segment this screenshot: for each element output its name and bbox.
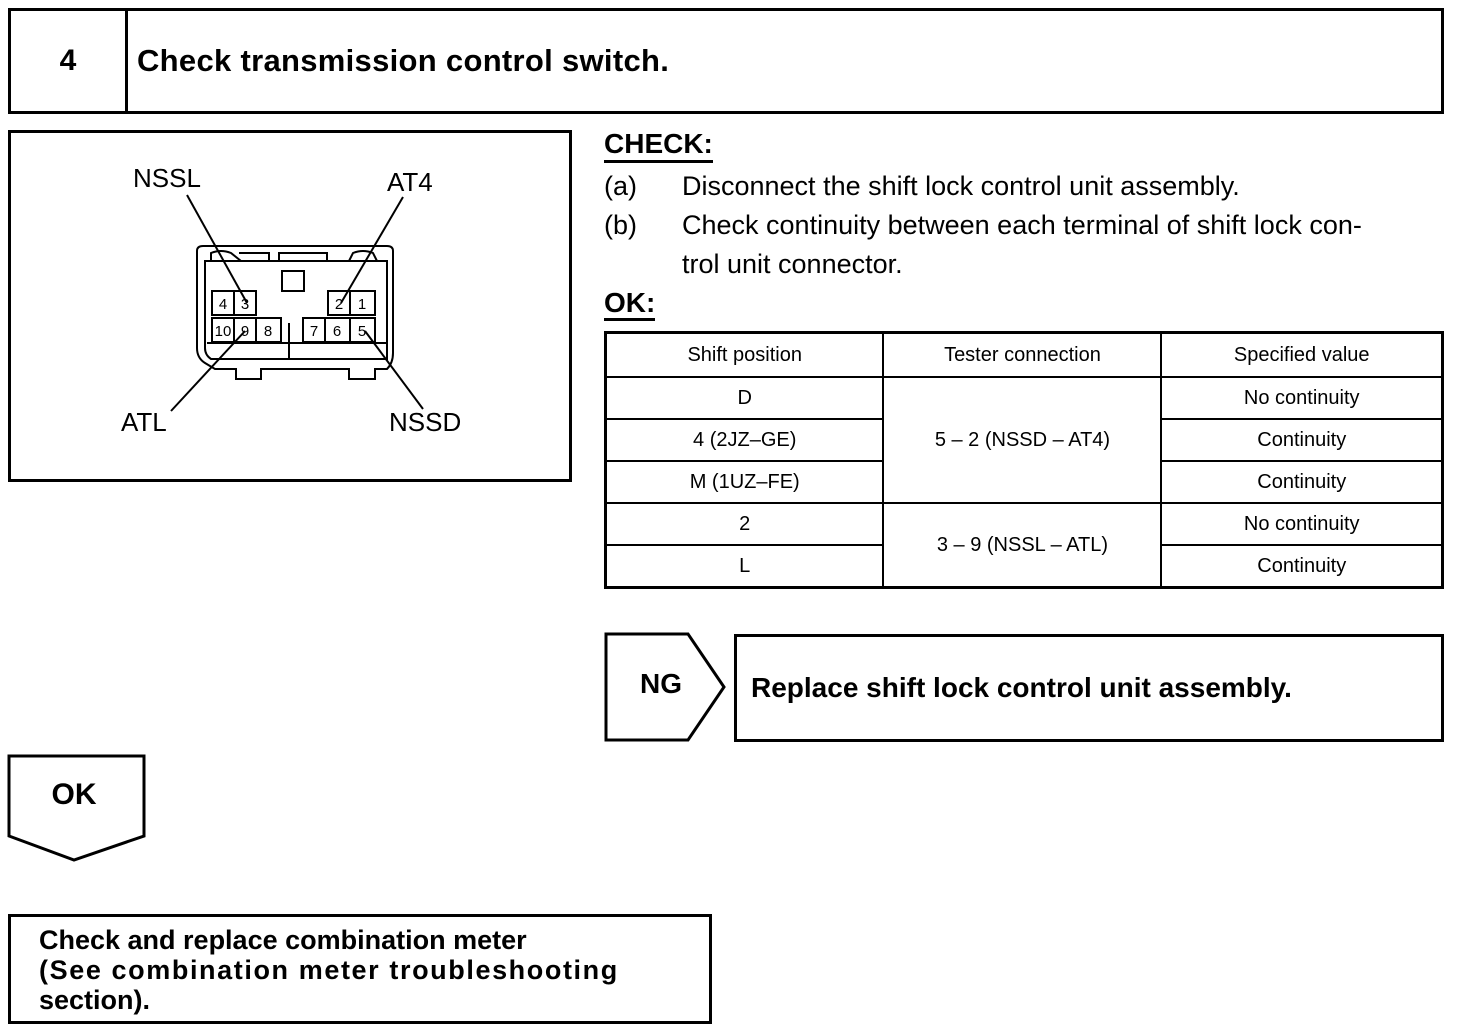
label-at4: AT4 — [387, 167, 433, 197]
column-header: Shift position — [604, 331, 885, 378]
tester-connection-cell: 5 – 2 (NSSD – AT4) — [882, 376, 1163, 504]
leader-at4 — [340, 196, 404, 304]
specified-value-cell: Continuity — [1160, 460, 1444, 504]
column-header: Tester connection — [882, 331, 1163, 378]
label-atl: ATL — [121, 407, 167, 437]
pin-3: 3 — [241, 296, 249, 313]
pin-2: 2 — [335, 296, 343, 313]
pin-6: 6 — [333, 323, 341, 340]
label-nssd: NSSD — [389, 407, 462, 437]
pin-7: 7 — [310, 323, 318, 340]
label-nssl: NSSL — [133, 163, 201, 193]
final-line-1: Check and replace combination meter — [39, 925, 527, 955]
pin-8: 8 — [264, 323, 272, 340]
connector-drawing: 4 3 2 1 10 9 8 7 6 5 — [170, 194, 424, 412]
pin-4: 4 — [219, 296, 227, 313]
step-text: Disconnect the shift lock control unit a… — [682, 171, 1240, 201]
ok-heading: OK: — [604, 288, 656, 321]
step-title: Check transmission control switch. — [137, 43, 670, 78]
column-header: Specified value — [1160, 331, 1444, 378]
spec-table: Shift position Tester connection Specifi… — [604, 331, 1444, 589]
specified-value-cell: Continuity — [1160, 418, 1444, 462]
ok-arrow-shape — [7, 754, 146, 862]
table-row: M (1UZ–FE) Continuity — [604, 460, 1444, 504]
table-row: L Continuity — [604, 544, 1444, 589]
step-header: 4 Check transmission control switch. — [8, 8, 1444, 114]
shift-position-cell: 4 (2JZ–GE) — [604, 418, 885, 462]
table-row: 4 (2JZ–GE) Continuity — [604, 418, 1444, 462]
table-row: D 5 – 2 (NSSD – AT4) No continuity — [604, 376, 1444, 504]
pin-5: 5 — [358, 323, 366, 340]
table-header-row: Shift position Tester connection Specifi… — [604, 331, 1444, 378]
ng-action-box: Replace shift lock control unit assembly… — [734, 634, 1444, 742]
specified-value-cell: No continuity — [1160, 502, 1444, 546]
step-text: Check continuity between each terminal o… — [682, 210, 1362, 240]
step-text: trol unit connector. — [682, 249, 903, 279]
check-heading: CHECK: — [604, 128, 713, 163]
specified-value-cell: Continuity — [1160, 544, 1444, 589]
pin-1: 1 — [358, 296, 366, 313]
table-row: 2 3 – 9 (NSSL – ATL) No continuity — [604, 502, 1444, 589]
shift-position-cell: D — [604, 376, 885, 420]
ng-label: NG — [640, 668, 682, 699]
ok-label: OK — [51, 778, 97, 811]
connector-diagram: 4 3 2 1 10 9 8 7 6 5 NSSL AT4 ATL NSSD — [8, 130, 572, 482]
step-number: 4 — [11, 11, 128, 111]
ng-arrow-shape — [604, 632, 726, 742]
pin-10: 10 — [215, 323, 232, 340]
leader-nssl — [186, 194, 248, 304]
shift-position-cell: 2 — [604, 502, 885, 546]
shift-position-cell: L — [604, 544, 885, 589]
specified-value-cell: No continuity — [1160, 376, 1444, 420]
shift-position-cell: M (1UZ–FE) — [604, 460, 885, 504]
step-letter: (b) — [604, 210, 637, 240]
final-line-2: (See combination meter troubleshooting — [39, 955, 619, 985]
step-letter: (a) — [604, 171, 637, 201]
final-action-box: Check and replace combination meter (See… — [8, 914, 712, 1024]
tester-connection-cell: 3 – 9 (NSSL – ATL) — [882, 502, 1163, 589]
final-line-3: section). — [39, 985, 151, 1015]
leader-nssd — [364, 330, 424, 410]
leader-atl — [170, 330, 246, 412]
